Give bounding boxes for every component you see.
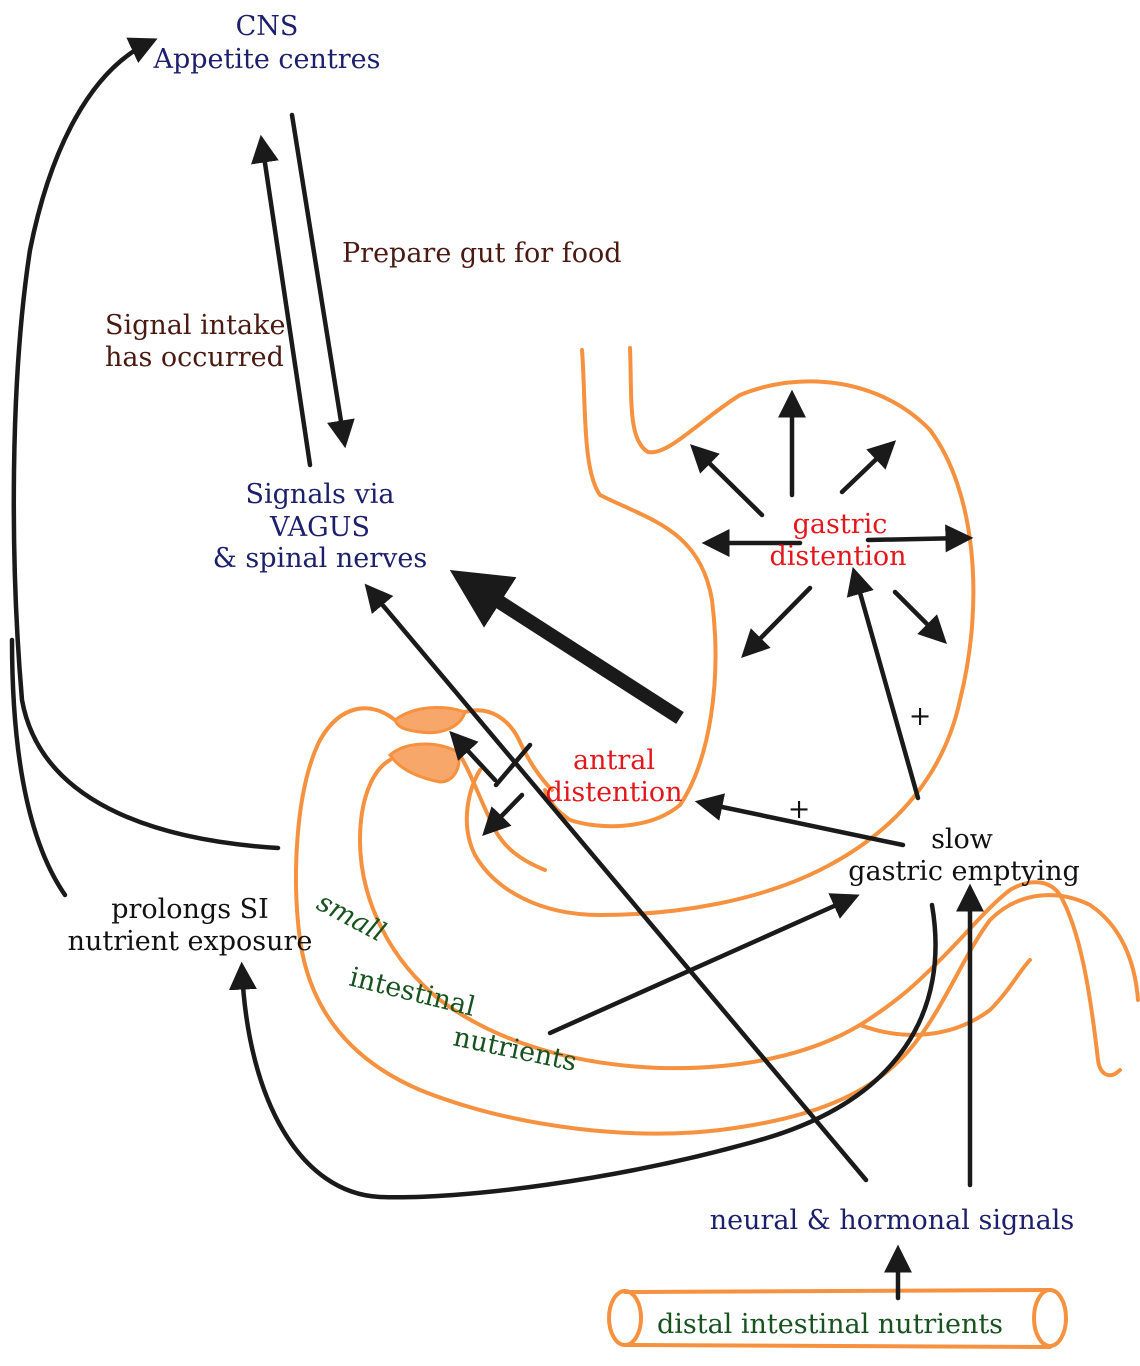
si-small-label: small [312,887,391,949]
arrow-neural-to-prolongs [242,905,936,1197]
distal-intestine-left-end [609,1291,641,1345]
appetite-centres-label: Appetite centres [152,44,380,75]
pyloric-canal-top [465,710,552,790]
prepare-gut-label: Prepare gut for food [342,238,622,269]
arrow-loop-to-cns [14,42,278,848]
signals-via-label: Signals via [246,479,395,510]
gastric-emptying-label: gastric emptying [848,856,1080,887]
prolongs-si-label: prolongs SI [111,894,269,925]
arrow-distention-upright [842,446,890,492]
pylorus-sphincter-bottom [390,744,459,782]
arrow-si-to-slow [550,898,852,1033]
pylorus-sphincter-top [395,707,465,732]
signal-intake-label-1: Signal intake [105,310,285,341]
cns-label: CNS [236,11,299,42]
gastric-label: gastric [793,509,888,540]
plus-sign-antral: + [788,794,811,825]
arrow-distention-upleft [696,450,762,515]
slow-label: slow [931,824,993,855]
spinal-nerves-label: & spinal nerves [213,543,427,574]
nutrient-exposure-label: nutrient exposure [68,926,313,957]
arrow-antral-to-vagus [470,583,680,718]
vagus-label: VAGUS [269,512,370,543]
jejunum-loop [940,882,1120,1075]
distal-intestine-right-end [1034,1290,1066,1346]
distal-nutrients-label: distal intestinal nutrients [657,1309,1003,1340]
antral-label: antral [573,745,655,776]
neural-hormonal-label: neural & hormonal signals [710,1205,1074,1236]
gastric-distention-label: distention [769,541,906,572]
antral-distention-label: distention [545,777,682,808]
signal-intake-label-2: has occurred [105,342,284,373]
arrow-distention-downright [895,592,941,638]
arrow-pylorus-down [488,795,522,830]
pyloric-canal-bottom [458,752,545,870]
pylorus-bar [496,745,530,785]
plus-sign-gastric: + [909,701,932,732]
arrow-distention-downleft [747,588,810,652]
